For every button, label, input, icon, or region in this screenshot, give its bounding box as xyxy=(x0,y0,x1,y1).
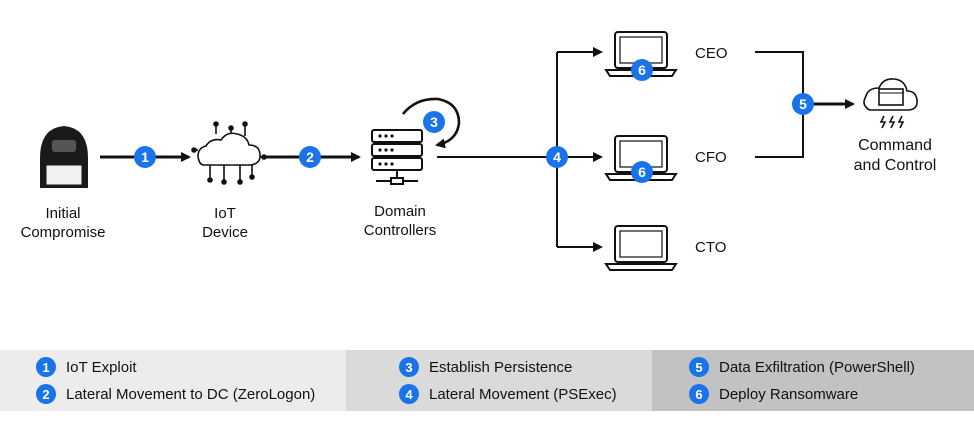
step-marker-6-ceo: 6 xyxy=(631,59,653,81)
svg-text:6: 6 xyxy=(638,164,646,180)
legend-badge: 5 xyxy=(689,357,709,377)
ceo-label: CEO xyxy=(695,45,728,62)
legend-badge: 1 xyxy=(36,357,56,377)
step-marker-6-cfo: 6 xyxy=(631,161,653,183)
legend-badge: 2 xyxy=(36,384,56,404)
step-marker-2: 2 xyxy=(299,146,321,168)
circular-arrow-icon xyxy=(401,97,461,149)
svg-text:4: 4 xyxy=(553,149,561,165)
svg-text:5: 5 xyxy=(799,96,807,112)
legend-label: Data Exfiltration (PowerShell) xyxy=(719,358,915,376)
legend-item-5: 5 Data Exfiltration (PowerShell) xyxy=(689,357,915,377)
legend-badge: 6 xyxy=(689,384,709,404)
cto-label: CTO xyxy=(695,239,727,256)
svg-text:1: 1 xyxy=(141,149,149,165)
legend-item-4: 4 Lateral Movement (PSExec) xyxy=(399,384,617,404)
legend-label: Lateral Movement to DC (ZeroLogon) xyxy=(66,385,316,403)
step-marker-3: 3 xyxy=(423,111,445,133)
legend-item-3: 3 Establish Persistence xyxy=(399,357,572,377)
cfo-label: CFO xyxy=(695,149,727,166)
step-marker-5: 5 xyxy=(792,93,814,115)
cloud-terminal-icon xyxy=(863,78,918,129)
legend-badge: 3 xyxy=(399,357,419,377)
legend-label: Lateral Movement (PSExec) xyxy=(429,385,617,403)
svg-text:6: 6 xyxy=(638,62,646,78)
svg-text:2: 2 xyxy=(306,149,314,165)
legend-label: IoT Exploit xyxy=(66,358,137,376)
legend-badge: 4 xyxy=(399,384,419,404)
server-icon xyxy=(371,129,423,185)
legend-label: Establish Persistence xyxy=(429,358,573,376)
legend-item-1: 1 IoT Exploit xyxy=(36,357,137,377)
legend-label: Deploy Ransomware xyxy=(719,385,859,403)
legend-panel-1 xyxy=(0,350,346,411)
hacker-icon xyxy=(40,126,88,188)
legend-item-6: 6 Deploy Ransomware xyxy=(689,384,858,404)
step-marker-4: 4 xyxy=(546,146,568,168)
iot-cloud-icon xyxy=(191,121,267,185)
step-marker-1: 1 xyxy=(134,146,156,168)
legend-panel-2 xyxy=(346,350,652,411)
laptop-icon xyxy=(604,225,678,271)
svg-text:3: 3 xyxy=(430,114,438,130)
legend-item-2: 2 Lateral Movement to DC (ZeroLogon) xyxy=(36,384,315,404)
